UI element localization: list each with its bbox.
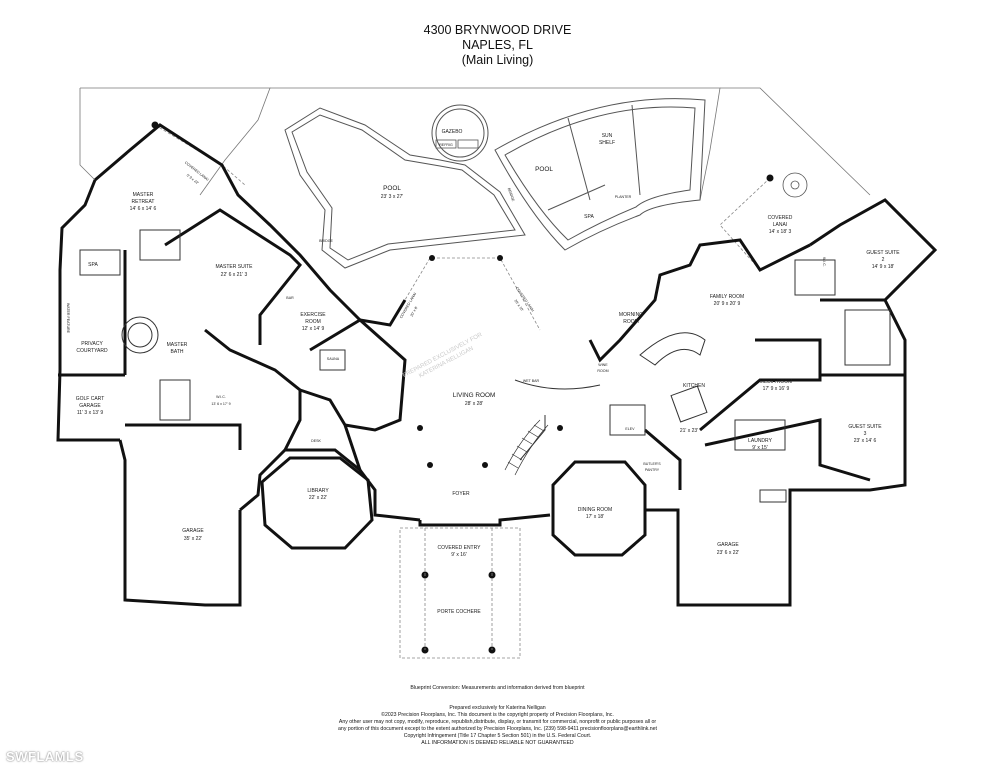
label-refrig: REFRIG	[439, 143, 453, 147]
building-walls	[56, 123, 938, 607]
label-spa-pool: SPA	[584, 214, 594, 220]
label-living-room-dim: 28' x 28'	[465, 401, 483, 407]
label-elev: ELEV	[625, 427, 635, 431]
label-master-retreat: MASTER	[133, 192, 154, 198]
label-wine-room: WINE	[598, 363, 608, 367]
label-covered-entry: COVERED ENTRY	[438, 545, 482, 551]
spiral-stair	[782, 172, 808, 198]
label-pool-main-dim: 23' 3 x 27'	[381, 194, 404, 200]
pool-outline	[284, 107, 526, 269]
svg-text:PREPARED EXCLUSIVELY FOR: PREPARED EXCLUSIVELY FOR	[402, 332, 484, 379]
label-bar: BAR	[286, 296, 294, 300]
label-spa-master: SPA	[88, 262, 98, 268]
label-water-feature: WATER FEATURE	[66, 303, 70, 334]
plan-city: NAPLES, FL	[462, 38, 533, 52]
label-wic-master: W.I.C.	[216, 395, 226, 399]
label-master-suite: MASTER SUITE	[216, 264, 254, 270]
label-covered-lanai-w-dim: 20' x 8'	[410, 305, 419, 317]
label-sun-shelf: SUN	[602, 133, 613, 139]
label-bridge-1: BRIDGE	[319, 239, 333, 243]
label-foyer: FOYER	[452, 491, 470, 497]
copyright-line-2: Any other user may not copy, modify, rep…	[338, 719, 657, 725]
label-library: LIBRARY	[307, 488, 329, 494]
label-master-retreat-dim: 14' 6 x 14' 6	[130, 206, 157, 212]
label-garage-w: GARAGE	[182, 528, 204, 534]
label-butlers-pantry-2: PANTRY	[645, 468, 660, 472]
label-porte-cochere: PORTE COCHERE	[437, 609, 481, 615]
label-covered-lanai-e-dim: 20' x 10'	[513, 299, 524, 312]
label-planter: PLANTER	[615, 195, 632, 199]
label-morning-room: MORNING	[619, 312, 643, 318]
label-guest-suite-3-dim: 23' x 14' 6	[854, 438, 877, 444]
label-laundry: LAUNDRY	[748, 438, 772, 444]
copyright-line-4: Copyright Infringement (Title 17 Chapter…	[403, 733, 592, 739]
copyright-line-5: ALL INFORMATION IS DEEMED RELIABLE NOT G…	[421, 740, 574, 746]
label-living-room: LIVING ROOM	[453, 392, 496, 399]
label-garage-w-dim: 35' x 22'	[184, 536, 202, 542]
label-covered-lanai-ne-dim: 14' x 18' 3	[769, 229, 792, 235]
label-master-bath-2: BATH	[171, 349, 184, 355]
label-covered-lanai-ne-2: LANAI	[773, 222, 787, 228]
label-media-room: MEDIA ROOM	[760, 379, 793, 385]
porte-cochere-outline	[399, 527, 521, 659]
label-covered-lanai-ne: COVERED	[768, 215, 793, 221]
label-golf-cart-garage-2: GARAGE	[79, 403, 101, 409]
spa-pool-outline	[494, 98, 706, 251]
label-bridge-2: BRIDGE	[507, 187, 516, 202]
label-wic-guest: W.I.C.	[822, 257, 826, 267]
label-guest-suite-3-num: 3	[864, 431, 867, 437]
label-media-room-dim: 17' 9 x 16' 9	[763, 386, 790, 392]
conversion-note: Blueprint Conversion: Measurements and i…	[410, 685, 585, 691]
label-garage-e: GARAGE	[717, 542, 739, 548]
label-sauna: SAUNA	[327, 357, 340, 361]
room-labels: GAZEBO REFRIG POOL 23' 3 x 27' POOL SUN …	[66, 129, 900, 615]
label-privacy-courtyard-2: COURTYARD	[76, 348, 108, 354]
label-desk: DESK	[311, 439, 321, 443]
label-guest-suite-2-num: 2	[882, 257, 885, 263]
label-sun-shelf-2: SHELF	[599, 140, 615, 146]
label-master-retreat-2: RETREAT	[132, 199, 155, 205]
interior-fixtures	[79, 229, 891, 503]
label-wine-room-2: ROOM	[597, 369, 608, 373]
label-wet-bar: WET BAR	[523, 379, 540, 383]
label-laundry-dim: 9' x 15'	[752, 445, 768, 451]
grand-stair	[504, 419, 549, 476]
label-covered-entry-dim: 9' x 16'	[451, 552, 467, 558]
label-morning-room-2: ROOM	[623, 319, 639, 325]
label-pool-small: POOL	[535, 166, 553, 173]
label-privacy-courtyard: PRIVACY	[81, 341, 103, 347]
copyright-line-1: ©2023 Precision Floorplans, Inc. This do…	[381, 712, 614, 718]
label-master-bath: MASTER	[167, 342, 188, 348]
label-library-dim: 22' x 22'	[309, 495, 327, 501]
label-kitchen: KITCHEN	[683, 383, 705, 389]
label-family-room-dim: 20' 9 x 20' 9	[714, 301, 741, 307]
label-exercise-room: EXERCISE	[300, 312, 326, 318]
label-golf-cart-garage: GOLF CART	[76, 396, 105, 402]
label-kitchen-dim: 21' x 23'	[680, 428, 698, 434]
gazebo-outline	[431, 104, 489, 162]
plan-watermark: PREPARED EXCLUSIVELY FOR KATERINA NELLIG…	[402, 332, 484, 380]
label-exercise-room-2: ROOM	[305, 319, 321, 325]
prepared-for: Prepared exclusively for Katerina Nellig…	[449, 705, 546, 711]
mls-watermark: SWFLAMLS	[6, 749, 84, 764]
label-guest-suite-3: GUEST SUITE	[848, 424, 882, 430]
label-dining-room-dim: 17' x 18'	[586, 514, 604, 520]
label-gazebo: GAZEBO	[442, 129, 463, 135]
label-master-suite-dim: 22' 6 x 21' 3	[221, 272, 248, 278]
label-pool-main: POOL	[383, 185, 401, 192]
copyright-line-3: any portion of this document except to t…	[338, 726, 657, 732]
label-butlers-pantry: BUTLER'S	[643, 462, 661, 466]
plan-address: 4300 BRYNWOOD DRIVE	[423, 23, 572, 37]
label-golf-cart-garage-dim: 11' 3 x 13' 9	[77, 410, 103, 416]
plan-level: (Main Living)	[461, 53, 534, 67]
label-dining-room: DINING ROOM	[578, 507, 612, 513]
label-exercise-room-dim: 12' x 14' 9	[302, 326, 325, 332]
label-family-room: FAMILY ROOM	[710, 294, 744, 300]
label-guest-suite-2-dim: 14' 9 x 18'	[872, 264, 895, 270]
label-wic-master-dim: 13' 6 x 17' 9	[211, 402, 230, 406]
label-garage-e-dim: 23' 6 x 22'	[717, 550, 740, 556]
label-guest-suite-2: GUEST SUITE	[866, 250, 900, 256]
label-covered-lanai-nw-dim: 5' 9 x 22'	[186, 173, 200, 185]
